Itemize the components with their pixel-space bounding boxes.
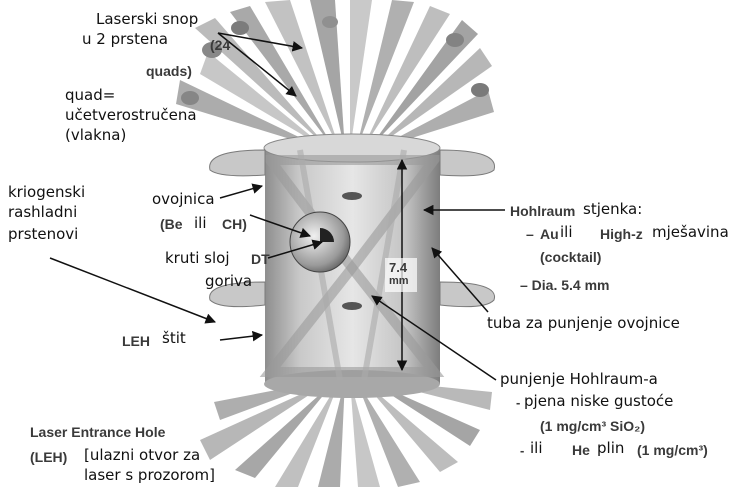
gas-he: He [572, 441, 590, 460]
foam-label: pjena niske gustoće [524, 392, 673, 411]
quad-def-2: učetverostručena [65, 106, 197, 125]
laser-beam-count: (24 [210, 36, 230, 55]
leh-desc-2: laser s prozorom] [84, 466, 215, 485]
gas-label: plin [597, 439, 624, 458]
leh-desc-1: [ulazni otvor za [84, 446, 200, 465]
foam-density: (1 mg/cm³ SiO₂) [540, 417, 645, 436]
cryo-rings-label-2: rashladni [8, 203, 77, 222]
fill-tube-label: tuba za punjenje ovojnice [487, 314, 680, 333]
hohlraum-fill-label: punjenje Hohlraum-a [500, 370, 658, 389]
hohlraum-diameter: – Dia. 5.4 mm [520, 276, 610, 295]
leh-shield-label: štit [162, 329, 186, 348]
laser-beam-label-1: Laserski snop [96, 10, 198, 29]
dimension-unit: mm [389, 275, 409, 288]
laser-beam-label-2: u 2 prstena [82, 30, 168, 49]
capsule-label: ovojnica [152, 190, 215, 209]
foam-dash: - [516, 393, 520, 412]
solid-layer-label: kruti sloj [165, 249, 230, 268]
cryo-rings-label-3: prstenovi [8, 225, 78, 244]
quads-label: quads) [146, 62, 192, 81]
hohlraum-au: Au [540, 225, 559, 244]
top-laser-beams [176, 0, 494, 150]
hohlraum-wall-label: stjenka: [583, 200, 642, 219]
quad-def-1: quad= [65, 86, 115, 105]
leh-title: Laser Entrance Hole [30, 423, 165, 442]
hohlraum-mix: mješavina [652, 223, 729, 242]
hohlraum-dash: – [526, 225, 534, 244]
leh-abbr: (LEH) [30, 448, 67, 467]
hohlraum-ili: ili [560, 223, 573, 242]
hohlraum-high-z: High-z [600, 225, 643, 244]
leh-shield-bold: LEH [122, 332, 150, 351]
capsule-material-ch: CH) [222, 215, 247, 234]
fuel-label: goriva [205, 272, 252, 291]
dimension-value: 7.4 [389, 260, 407, 275]
hohlraum-label: Hohlraum [510, 202, 575, 221]
capsule-ili: ili [194, 214, 207, 233]
gas-density: (1 mg/cm³) [637, 441, 708, 460]
capsule-material-be: (Be [160, 215, 183, 234]
quad-def-3: (vlakna) [65, 126, 126, 145]
solid-layer-dt: DT [251, 250, 270, 269]
gas-dash: - [520, 441, 524, 460]
gas-ili: ili [530, 439, 543, 458]
cryo-rings-label-1: kriogenski [8, 183, 85, 202]
hohlraum-cocktail: (cocktail) [540, 248, 601, 267]
